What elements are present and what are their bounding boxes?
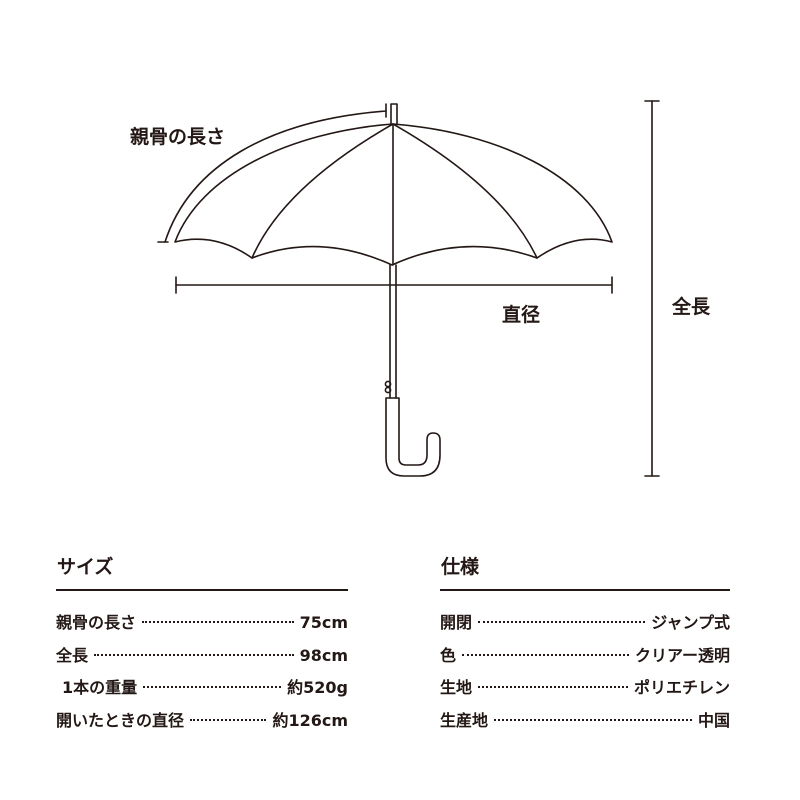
rib-length-label: 親骨の長さ bbox=[130, 126, 226, 148]
spec-value: 約126cm bbox=[272, 710, 348, 730]
umbrella-handle bbox=[385, 397, 441, 477]
size-row-total-length: 全長 98cm bbox=[56, 642, 348, 675]
dotted-leader bbox=[478, 686, 628, 688]
rib-length-arc bbox=[164, 110, 387, 243]
spec-label: 1本の重量 bbox=[62, 678, 138, 697]
umbrella-illustration bbox=[157, 100, 660, 477]
spec-value: クリアー透明 bbox=[634, 645, 730, 665]
umbrella-rib-left-outer bbox=[251, 123, 394, 259]
spec-row-opening: 開閉 ジャンプ式 bbox=[440, 609, 730, 642]
spec-label: 色 bbox=[440, 645, 457, 665]
spec-label: 全長 bbox=[56, 645, 89, 665]
spec-row-origin: 生産地 中国 bbox=[440, 707, 730, 740]
dotted-leader bbox=[190, 718, 267, 721]
dotted-leader bbox=[142, 621, 294, 623]
spec-label: 生地 bbox=[440, 678, 473, 697]
umbrella-runner-button bbox=[384, 380, 392, 388]
size-row-weight: 1本の重量 約520g bbox=[56, 674, 348, 707]
spec-label: 開閉 bbox=[440, 613, 473, 632]
spec-value: ポリエチレン bbox=[633, 678, 730, 697]
spec-value: 約520g bbox=[287, 678, 348, 697]
total-length-label: 全長 bbox=[672, 296, 711, 318]
spec-label: 生産地 bbox=[440, 710, 489, 730]
size-row-rib-length: 親骨の長さ 75cm bbox=[56, 609, 348, 642]
size-divider bbox=[56, 589, 348, 591]
spec-row-color: 色 クリアー透明 bbox=[440, 642, 730, 675]
spec-divider bbox=[440, 589, 730, 591]
dotted-leader bbox=[494, 718, 692, 721]
spec-label: 親骨の長さ bbox=[56, 613, 137, 632]
umbrella-canopy bbox=[174, 123, 613, 266]
dotted-leader bbox=[478, 621, 646, 623]
size-heading: サイズ bbox=[57, 556, 114, 578]
dotted-leader bbox=[143, 686, 282, 688]
spec-value: 98cm bbox=[299, 645, 348, 665]
diameter-label: 直径 bbox=[502, 304, 541, 326]
spec-heading: 仕様 bbox=[441, 556, 480, 578]
umbrella-shaft bbox=[389, 264, 397, 399]
spec-value: 中国 bbox=[697, 710, 730, 730]
size-panel: サイズ 親骨の長さ 75cm 全長 98cm 1本の重量 約520g 開いたとき… bbox=[56, 553, 348, 739]
spec-value: ジャンプ式 bbox=[651, 613, 730, 632]
umbrella-diagram: 親骨の長さ 直径 全長 bbox=[130, 100, 711, 477]
umbrella-rib-right-outer bbox=[392, 123, 538, 259]
dotted-leader bbox=[94, 653, 294, 656]
dotted-leader bbox=[462, 653, 629, 656]
spec-value: 75cm bbox=[299, 613, 348, 632]
spec-panel: 仕様 開閉 ジャンプ式 色 クリアー透明 生地 ポリエチレン 生産地 中国 bbox=[440, 553, 730, 739]
spec-label: 開いたときの直径 bbox=[56, 710, 185, 730]
umbrella-tip bbox=[390, 103, 398, 125]
umbrella-runner-button-2 bbox=[384, 386, 392, 394]
spec-row-fabric: 生地 ポリエチレン bbox=[440, 674, 730, 707]
size-row-open-diameter: 開いたときの直径 約126cm bbox=[56, 707, 348, 740]
